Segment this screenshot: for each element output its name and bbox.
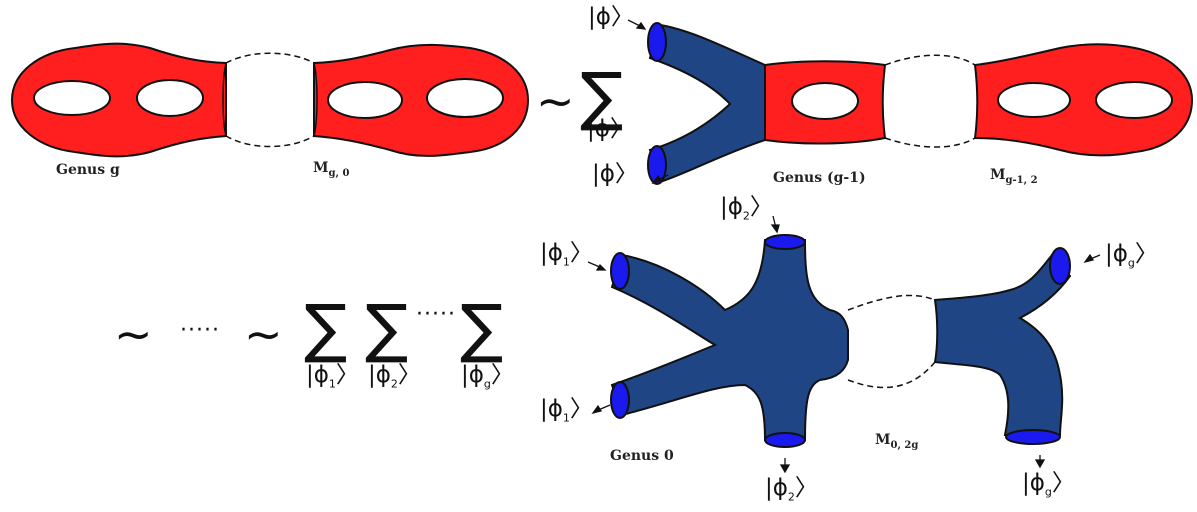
genus-0-label: Genus 0 — [610, 448, 674, 464]
tube — [648, 23, 766, 184]
tube-opening — [1049, 247, 1071, 285]
cut-edge — [313, 62, 318, 137]
sigma-operator: ∑ — [460, 292, 504, 366]
ket-subscript: g — [483, 377, 491, 391]
tube-opening — [647, 22, 667, 62]
m-symbol: M — [990, 167, 1006, 183]
ket-body: |ϕ — [1022, 470, 1045, 496]
ket-subscript: 1 — [562, 255, 570, 269]
ket-subscript: g — [1044, 485, 1052, 499]
hole-icon — [136, 79, 204, 117]
ket-body: |ϕ — [306, 362, 329, 388]
ket-bracket: 〉 — [490, 362, 514, 388]
hole-icon — [997, 82, 1071, 118]
ket-phi-g: |ϕg〉 — [1105, 243, 1158, 269]
ket-subscript: 2 — [787, 490, 795, 504]
tube-opening — [610, 252, 630, 290]
tube-opening — [764, 234, 806, 250]
ket-subscript: 2 — [742, 209, 750, 223]
ket-phi-2: |ϕ2〉 — [368, 364, 421, 390]
m-subscript: g-1, 2 — [1005, 174, 1038, 186]
ket-phi-2: |ϕ2〉 — [765, 477, 818, 503]
arrows — [587, 19, 1101, 474]
ket-subscript: 1 — [562, 411, 570, 425]
dashed-neck — [225, 52, 315, 64]
m-g0-label: Mg, 0 — [313, 160, 349, 179]
hole-icon — [327, 81, 403, 119]
hole-icon — [791, 82, 859, 120]
dashed-neck — [225, 135, 315, 148]
ket-subscript: 1 — [328, 377, 336, 391]
ket-phi-2: |ϕ2〉 — [720, 196, 773, 222]
ellipsis: ····· — [416, 302, 456, 327]
dashed-neck — [884, 137, 976, 148]
ket-phi: |ϕ〉 — [588, 4, 634, 30]
ket-body: |ϕ — [540, 396, 563, 422]
ket-phi-1: |ϕ1〉 — [306, 364, 359, 390]
m-0-2g-label: M0, 2g — [875, 432, 918, 451]
ket-subscript: 2 — [390, 377, 398, 391]
genus-g-minus-1-surface — [647, 22, 1194, 185]
ket-bracket: 〉 — [1051, 470, 1075, 496]
m-symbol: M — [313, 160, 329, 176]
left-handle-piece — [10, 42, 227, 158]
ket-bracket: 〉 — [749, 194, 773, 220]
ket-subscript: g — [1127, 256, 1135, 270]
m-subscript: g, 0 — [328, 167, 350, 179]
ket-bracket: 〉 — [794, 475, 818, 501]
tube-opening — [1005, 429, 1061, 445]
ket-bracket: 〉 — [335, 362, 359, 388]
dashed-neck — [884, 54, 976, 66]
ket-bracket: 〉 — [569, 396, 593, 422]
tilde-operator: ~ — [244, 307, 283, 361]
tube-body — [933, 253, 1072, 436]
tube-opening — [764, 432, 806, 448]
sigma-operator: ∑ — [365, 292, 409, 366]
tilde-operator: ~ — [114, 307, 153, 361]
ket-body: |ϕ — [765, 475, 788, 501]
tube-opening — [610, 381, 630, 419]
hole-icon — [1095, 81, 1173, 119]
ket-phi-1: |ϕ1〉 — [540, 242, 593, 268]
m-symbol: M — [875, 432, 891, 448]
ket-phi-1: |ϕ1〉 — [540, 398, 593, 424]
cut-edge — [222, 62, 227, 137]
sigma-operator: ∑ — [580, 60, 624, 134]
ket-bracket: 〉 — [1134, 241, 1158, 267]
ket-phi: |ϕ〉 — [592, 161, 638, 187]
ket-body: |ϕ — [540, 240, 563, 266]
m-subscript: 0, 2g — [890, 439, 919, 451]
hole-icon — [33, 80, 111, 116]
genus-g-label: Genus g — [56, 162, 120, 178]
hole-icon — [426, 78, 504, 118]
genus-g-surface — [10, 42, 530, 158]
ket-bracket: 〉 — [569, 240, 593, 266]
handle-piece — [973, 43, 1194, 157]
dashed-neck — [847, 361, 936, 389]
ket-phi-g: |ϕg〉 — [1022, 472, 1075, 498]
dashed-neck — [847, 294, 936, 311]
ket-phi-g: |ϕg〉 — [461, 364, 514, 390]
ket-phi: |ϕ〉 — [587, 116, 633, 142]
genus-g-minus-1-label: Genus (g-1) — [773, 170, 866, 186]
ket-body: |ϕ — [461, 362, 484, 388]
ket-body: |ϕ — [720, 194, 743, 220]
m-g1-2-label: Mg-1, 2 — [990, 167, 1038, 186]
ket-body: |ϕ — [368, 362, 391, 388]
right-handle-piece — [313, 43, 530, 157]
tilde-operator: ~ — [536, 74, 575, 128]
ellipsis: ····· — [180, 318, 220, 343]
ket-body: |ϕ — [1105, 241, 1128, 267]
ket-bracket: 〉 — [397, 362, 421, 388]
sigma-operator: ∑ — [304, 292, 348, 366]
genus-0-surface — [610, 234, 1072, 448]
tube-opening — [647, 145, 667, 185]
tube-body — [610, 239, 849, 441]
